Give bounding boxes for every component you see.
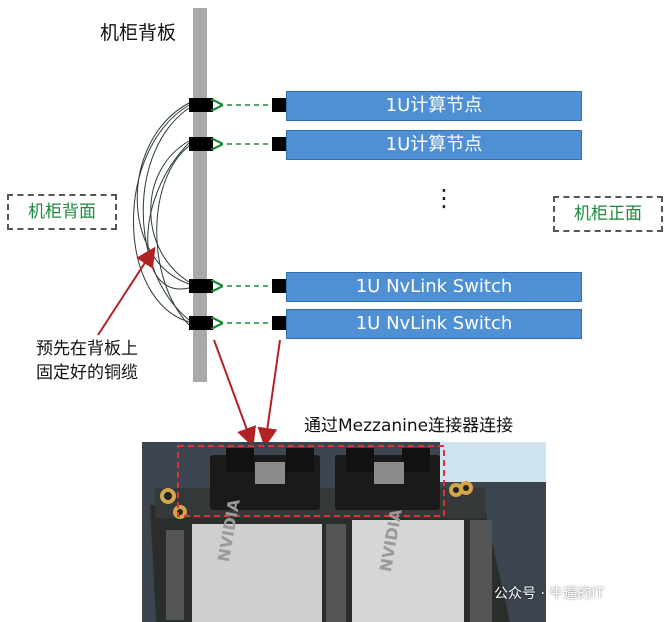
mezzanine-photo <box>142 442 546 622</box>
copper-cables <box>133 102 190 326</box>
cable-note-line1: 预先在背板上 <box>36 339 138 359</box>
rack-back-label: 机柜背面 <box>7 194 117 230</box>
backplane-connector <box>189 279 213 293</box>
nvlink-switch-2: 1U NvLink Switch <box>286 309 582 339</box>
nvlink-switch-1: 1U NvLink Switch <box>286 272 582 302</box>
compute-node-2: 1U计算节点 <box>286 130 582 160</box>
cable-note-line2: 固定好的铜缆 <box>36 363 138 383</box>
cable-note: 预先在背板上 固定好的铜缆 <box>36 337 186 385</box>
cable-pointer-arrow <box>97 246 156 336</box>
compute-node-1: 1U计算节点 <box>286 91 582 121</box>
backplane-connector <box>189 98 213 112</box>
backplane-connector <box>189 316 213 330</box>
mezzanine-pointer-arrow <box>213 339 256 448</box>
rack-front-label: 机柜正面 <box>553 196 663 232</box>
mezzanine-pointer-arrow <box>257 339 281 448</box>
watermark: 公众号 · 牛逼的IT <box>494 586 605 602</box>
backplane-connector <box>189 137 213 151</box>
backplane-title: 机柜背板 <box>100 22 177 44</box>
mezzanine-caption: 通过Mezzanine连接器连接 <box>304 416 514 436</box>
ellipsis-dots: ⋮ <box>432 184 456 212</box>
